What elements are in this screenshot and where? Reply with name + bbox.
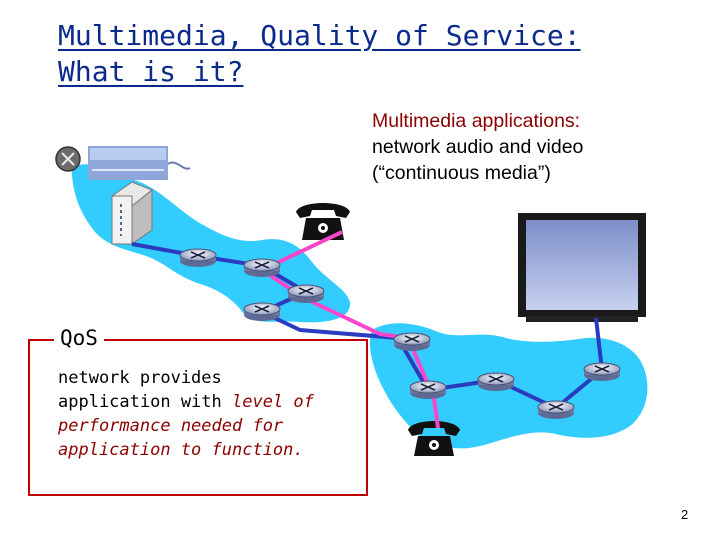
router-icon	[410, 381, 446, 399]
router-icon	[584, 363, 620, 381]
router-icon	[394, 333, 430, 351]
server-icon	[112, 182, 152, 244]
qos-line-1: network provides	[58, 366, 358, 390]
monitor-icon	[518, 213, 646, 322]
router-icon	[180, 249, 216, 267]
router-icon	[244, 303, 280, 321]
router-icon	[478, 373, 514, 391]
router-icon	[244, 259, 280, 277]
qos-line-2-plain: application with	[58, 392, 232, 412]
qos-line-3: performance needed for	[58, 414, 358, 438]
qos-label: QoS	[54, 324, 104, 352]
router-icon	[538, 401, 574, 419]
qos-line-2-emphasis: level of	[232, 392, 314, 412]
qos-line-4: application to function.	[58, 438, 358, 462]
telephone-icon-top	[296, 203, 350, 240]
router-icon	[288, 285, 324, 303]
qos-definition-text: network provides application with level …	[58, 366, 358, 462]
page-number: 2	[681, 507, 688, 522]
qos-line-2: application with level of	[58, 390, 358, 414]
